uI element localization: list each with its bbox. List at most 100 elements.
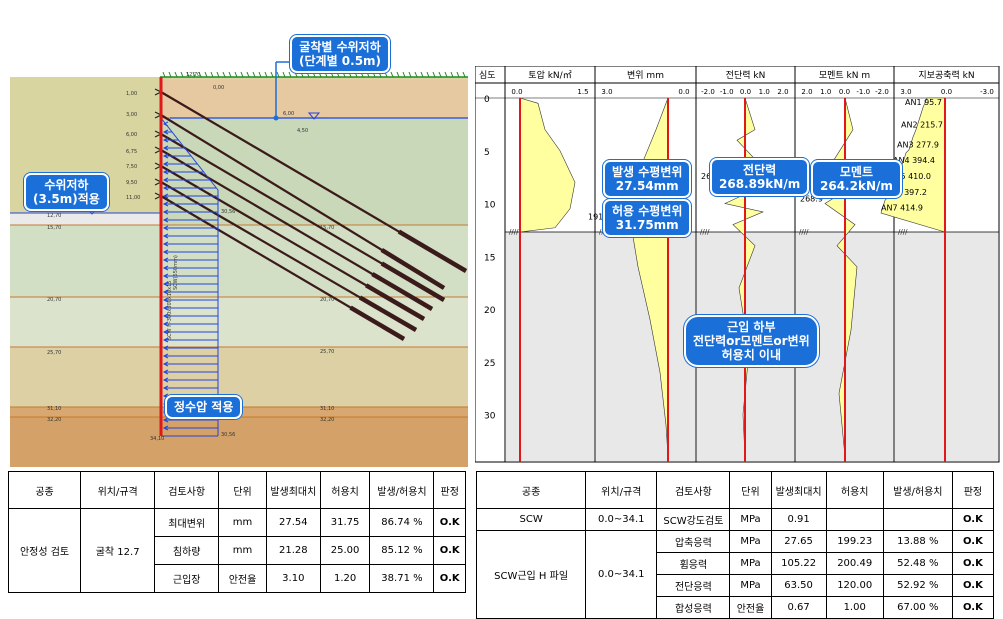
- t2-ratio: 13.88 %: [882, 530, 953, 553]
- anchor-force-label: AN6 397.2: [885, 188, 927, 197]
- earth-pressure-diagram: [519, 97, 576, 233]
- t1-ratio: 38.71 %: [369, 564, 435, 593]
- wall-spec-text: SCW H-300x300x10x15: [167, 281, 173, 340]
- elev-left-10: 25,70: [47, 350, 61, 356]
- drawdown-callout: 수위저하(3.5m)적용: [24, 173, 109, 211]
- retaining-wall-section: 12,70 0,00 6,00 4,50 15,70 20,70 25,70 3…: [10, 61, 468, 467]
- anchor-bond-zone: [397, 229, 468, 273]
- t1-header: 위치/규격: [80, 471, 156, 509]
- depth-tick-label: 20: [484, 306, 496, 316]
- elev-right-4: 25,70: [320, 349, 334, 355]
- anchor-force-label: AN4 394.4: [893, 156, 935, 165]
- elev-left-7: 12,70: [47, 213, 61, 219]
- t1-header: 판정: [433, 471, 466, 509]
- t2-allow: 1.00: [825, 596, 884, 619]
- panel-tick-label: 0.0: [941, 88, 952, 96]
- anchor-bond-zone: [358, 295, 418, 332]
- anchor-force-label: AN5 410.0: [889, 172, 931, 181]
- t1-allow: 31.75: [319, 508, 371, 537]
- t2-header: 발생최대치: [770, 471, 827, 509]
- t2-allow: 120.00: [825, 574, 884, 597]
- t1-header: 단위: [218, 471, 267, 509]
- soil-layer-top-right: [160, 80, 468, 118]
- pressure-value-top: 30,56: [221, 209, 235, 215]
- anchor-bond-zone: [371, 272, 434, 311]
- t2-item: 합성응력: [656, 596, 731, 619]
- t1-unit: mm: [218, 508, 267, 537]
- t2-occ: 63.50: [770, 574, 827, 597]
- stability-table: 공종 위치/규격 검토사항 단위 발생최대치 허용치 발생/허용치 판정 안정성…: [7, 471, 466, 593]
- t2-item: 휨응력: [656, 552, 731, 575]
- t2-header: 단위: [729, 471, 772, 509]
- panel-tick-label: -3.0: [980, 88, 994, 96]
- panel-tick-label: 1.0: [820, 88, 831, 96]
- t2-scw-allow: [825, 508, 884, 531]
- t2-header: 허용치: [825, 471, 884, 509]
- t2-result: O.K: [951, 596, 995, 619]
- water-inside-label: 6,00: [283, 111, 294, 117]
- t2-scw-unit: MPa: [729, 508, 772, 531]
- t2-scw-occ: 0.91: [770, 508, 827, 531]
- t1-item: 침하량: [154, 536, 220, 565]
- depth-tick-label: 0: [484, 95, 490, 105]
- elev-right-0: 0,00: [213, 85, 224, 91]
- t2-result: O.K: [951, 530, 995, 553]
- t2-header: 공종: [475, 471, 587, 509]
- depth-tick-label: 25: [484, 359, 495, 369]
- shear-max-label: 26: [701, 172, 711, 181]
- anchor-force-label: AN2 215.7: [901, 120, 943, 129]
- elev-right-3: 20,70: [320, 297, 334, 303]
- t2-occ: 27.65: [770, 530, 827, 553]
- member-stress-table: 공종 위치/규격 검토사항 단위 발생최대치 허용치 발생/허용치 판정 SCW…: [475, 471, 995, 619]
- depth-header: 심도: [479, 70, 496, 81]
- anchor-force-diagram: [880, 97, 946, 233]
- elev-left-12: 32,20: [47, 417, 61, 423]
- t2-pile-group: SCW근입 H 파일: [475, 530, 587, 619]
- t2-unit: MPa: [729, 552, 772, 575]
- anchor-force-label: AN7 414.9: [881, 204, 923, 213]
- panel-tick-label: -2.0: [701, 88, 715, 96]
- panel-title: 지보공축력 kN: [918, 69, 974, 81]
- embedded-zone-bg: [895, 231, 998, 461]
- soil-layer-4: [10, 297, 468, 347]
- t1-item: 최대변위: [154, 508, 220, 537]
- t1-header: 허용치: [319, 471, 371, 509]
- panel-title: 토압 kN/㎡: [528, 69, 571, 81]
- t1-item: 근입장: [154, 564, 220, 593]
- t2-item: 압축응력: [656, 530, 731, 553]
- t2-header: 검토사항: [656, 471, 731, 509]
- wall-spec-text-2: SCW(550mm): [173, 255, 179, 290]
- t2-scw-item: SCW강도검토: [656, 508, 731, 531]
- panel-tick-label: 0.0: [511, 88, 522, 96]
- panel-tick-label: 3.0: [601, 88, 612, 96]
- t2-header: 판정: [951, 471, 995, 509]
- earth-pressure-max-label: 191.: [588, 212, 606, 221]
- panel-tick-label: 0.0: [740, 88, 751, 96]
- panel-tick-label: 2.0: [801, 88, 812, 96]
- t1-occ: 27.54: [265, 508, 321, 537]
- panel-title: 모멘트 kN m: [819, 70, 870, 81]
- wall-elevation-label: 6,75: [126, 149, 137, 155]
- t1-result: O.K: [433, 508, 466, 537]
- t1-occ: 3.10: [265, 564, 321, 593]
- t2-item: 전단응력: [656, 574, 731, 597]
- panel-tick-label: -2.0: [875, 88, 889, 96]
- wall-elevation-label: 1,00: [126, 91, 137, 97]
- t2-scw-location: 0.0~34.1: [585, 508, 658, 531]
- panel-tick-label: 0.0: [839, 88, 850, 96]
- t1-unit: 안전율: [218, 564, 267, 593]
- t1-ratio: 86.74 %: [369, 508, 435, 537]
- t2-ratio: 67.00 %: [882, 596, 953, 619]
- t2-ratio: 52.48 %: [882, 552, 953, 575]
- elev-left-11: 31,10: [47, 406, 61, 412]
- panel-tick-label: -1.0: [720, 88, 734, 96]
- panel-tick-label: 2.0: [777, 88, 788, 96]
- t1-allow: 1.20: [319, 564, 371, 593]
- anchor-force-label: AN1 95.7: [905, 98, 942, 107]
- wall-elevation-label: 9,50: [126, 180, 137, 186]
- t2-allow: 199.23: [825, 530, 884, 553]
- elev-right-1: 4,50: [297, 128, 308, 134]
